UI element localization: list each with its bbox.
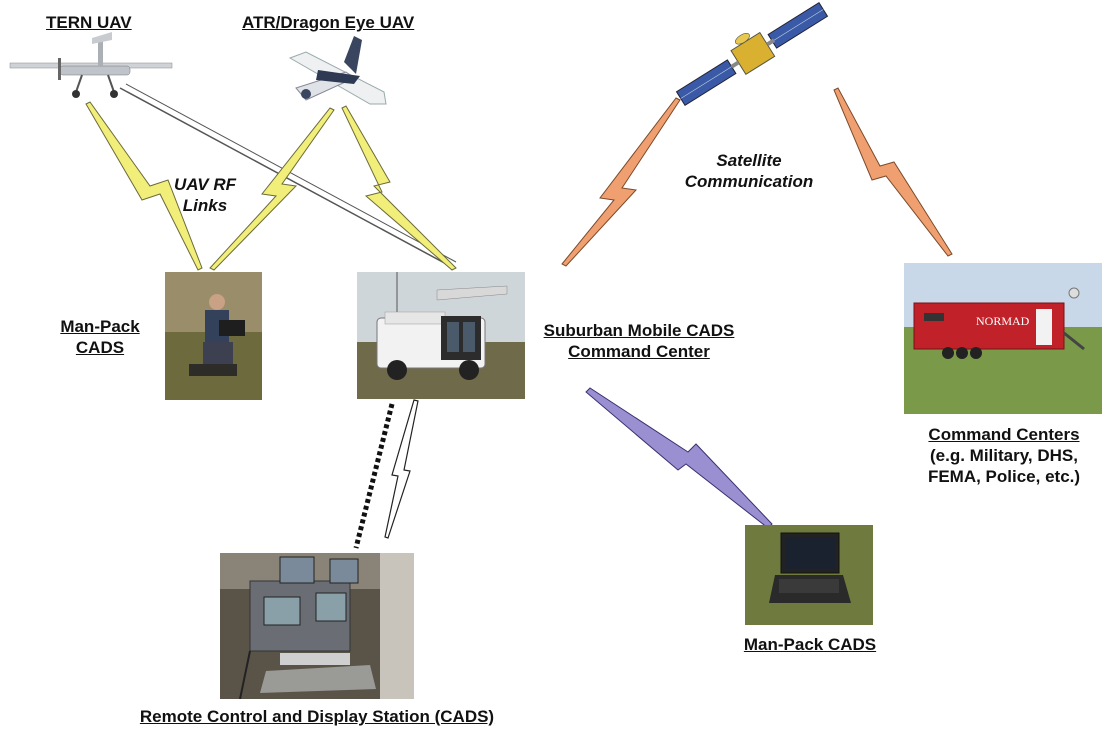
uav-rf-links-line-2: Links xyxy=(182,196,228,215)
command-center-trailer-photo: NORMAD xyxy=(904,263,1102,414)
satellite-line-1: Satellite xyxy=(716,151,782,170)
satellite-to-suburban-bolt xyxy=(561,97,681,267)
manpack-left-photo xyxy=(165,272,262,400)
remote-station-photo xyxy=(220,553,414,699)
uav-rf-bolts xyxy=(85,101,457,271)
suburban-line-1: Suburban Mobile CADS xyxy=(543,321,735,340)
tern-to-manpack-bolt xyxy=(85,101,203,271)
command-centers-line-1: Command Centers xyxy=(928,425,1080,444)
atr-uav-label: ATR/Dragon Eye UAV xyxy=(242,13,415,32)
suburban-to-manpack-bolt xyxy=(585,387,773,529)
command-centers-label: Command Centers (e.g. Military, DHS, FEM… xyxy=(906,424,1102,487)
remote-station-label: Remote Control and Display Station (CADS… xyxy=(139,707,495,726)
manpack-right-label: Man-Pack CADS xyxy=(743,635,877,654)
command-centers-line-3: FEMA, Police, etc.) xyxy=(927,467,1081,486)
tern-uav-label: TERN UAV xyxy=(46,13,132,32)
command-centers-line-2: (e.g. Military, DHS, xyxy=(930,446,1078,465)
uav-rf-links-line-1: UAV RF xyxy=(173,175,236,194)
suburban-to-remote-bolt xyxy=(384,399,419,539)
trailer-logo: NORMAD xyxy=(976,314,1030,328)
atr-to-suburban-bolt xyxy=(341,105,457,271)
satellite-line-2: Communication xyxy=(684,172,814,191)
manpack-left-label: Man-Pack CADS xyxy=(44,316,156,358)
satellite-communication-label: Satellite Communication xyxy=(674,150,824,192)
satellite-to-command-center-bolt xyxy=(833,87,953,257)
suburban-photo xyxy=(357,272,525,399)
atr-to-manpack-bolt xyxy=(209,107,335,271)
satellite-bolts xyxy=(561,87,953,267)
suburban-line-2: Command Center xyxy=(568,342,710,361)
wired-dotted-link xyxy=(353,403,395,549)
uav-rf-links-label: UAV RF Links xyxy=(160,174,250,216)
manpack-left-line-1: Man-Pack xyxy=(60,317,140,336)
suburban-label: Suburban Mobile CADS Command Center xyxy=(530,320,748,362)
manpack-right-photo xyxy=(745,525,873,625)
manpack-left-line-2: CADS xyxy=(75,338,125,357)
